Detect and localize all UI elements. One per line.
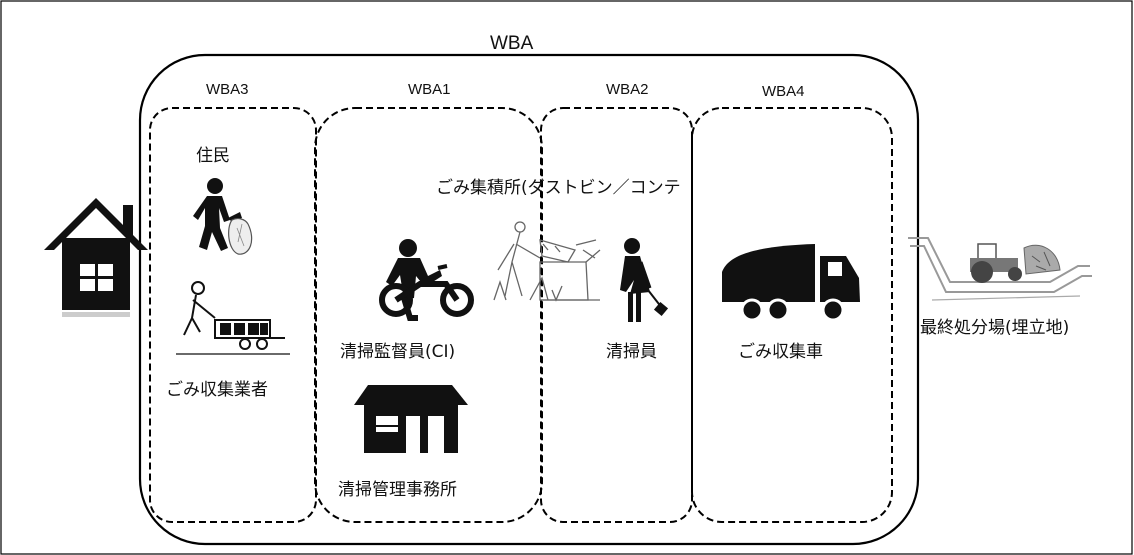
zone-wba2: [540, 107, 693, 523]
landfill-icon: [908, 237, 1092, 301]
motorbike-icon: [379, 239, 474, 321]
cart-icon: [176, 281, 290, 355]
zone-wba3: [149, 107, 317, 523]
dustbin-sketch-icon: [493, 221, 601, 302]
truck-label: ごみ収集車: [738, 342, 823, 362]
zone-label-wba1: WBA1: [408, 81, 451, 98]
resident-icon: [193, 178, 253, 255]
wba-boundary: [138, 53, 920, 546]
collection-point-label: ごみ集積所(ダストビン／コンテ: [436, 178, 681, 198]
wba-title: WBA: [490, 33, 534, 54]
resident-label: 住民: [196, 146, 230, 166]
office-label: 清掃管理事務所: [338, 480, 457, 500]
house-icon: [44, 198, 148, 317]
truck-icon: [722, 244, 860, 322]
zone-wba4: [691, 107, 893, 523]
collector-label: ごみ収集業者: [166, 380, 268, 400]
zone-wba1: [314, 107, 543, 523]
cleaner-icon: [620, 238, 669, 322]
office-icon: [354, 385, 468, 453]
zone-label-wba2: WBA2: [606, 81, 649, 98]
cleaner-label: 清掃員: [606, 342, 657, 362]
landfill-label: 最終処分場(埋立地): [920, 318, 1070, 338]
zone-label-wba3: WBA3: [206, 81, 249, 98]
supervisor-label: 清掃監督員(CI): [340, 342, 456, 362]
zone-label-wba4: WBA4: [762, 83, 805, 100]
